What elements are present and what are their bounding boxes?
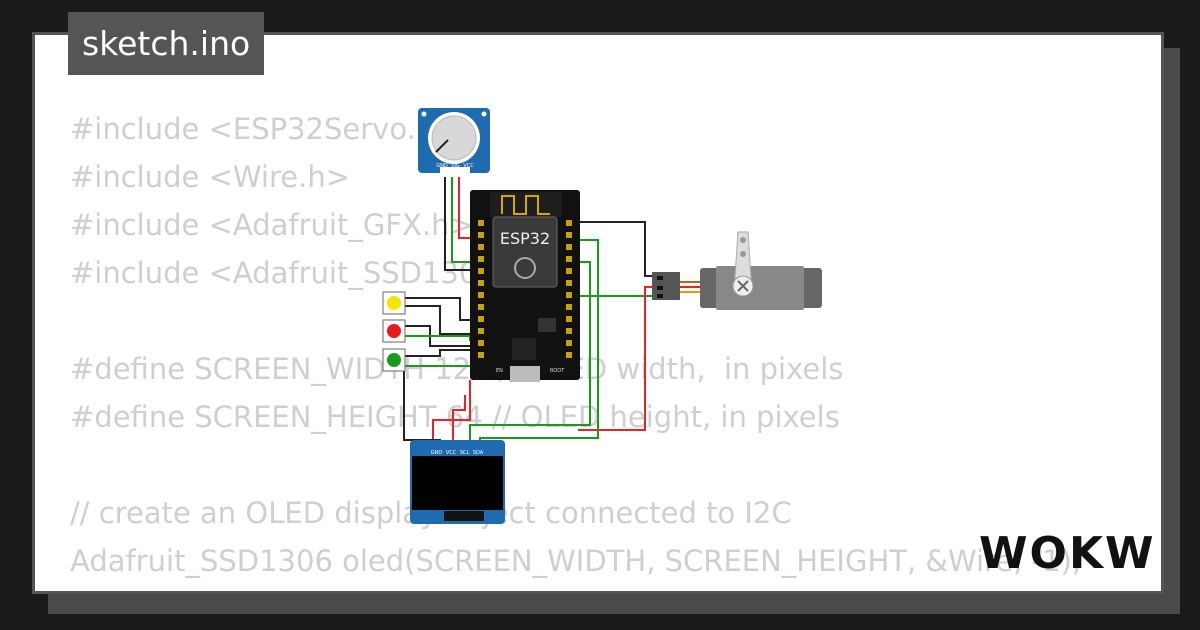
boot-label: BOOT [550, 368, 565, 374]
oled-pin-label: GND [431, 450, 443, 456]
code-line: #include <Adafruit_GFX.h> [70, 208, 474, 242]
oled-display-icon: GND VCC SCL SDA [410, 440, 505, 524]
file-title-badge: sketch.ino [68, 12, 265, 75]
board-label: ESP32 [500, 229, 550, 248]
pot-pin-label: SIG [451, 163, 460, 169]
wokwi-logo: WOKWi [979, 528, 1155, 579]
led-icon [382, 291, 406, 372]
svg-text:GND VCC SCL: GND VCC SCL SDA [431, 450, 484, 456]
logo-text: WOKWi [979, 528, 1155, 579]
oled-pin-label: VCC [446, 450, 457, 456]
svg-text:GND SIG VCC: GND SIG VCC [436, 163, 474, 169]
code-line: #define SCREEN_HEIGHT 64 // OLED height,… [70, 400, 840, 434]
pot-pin-label: VCC [463, 163, 474, 169]
potentiometer-icon: GND SIG VCC [418, 108, 490, 177]
en-label: EN [496, 368, 503, 374]
esp32-board-icon: ESP32 EN BOOT [470, 190, 580, 382]
code-line: Adafruit_SSD1306 oled(SCREEN_WIDTH, SCRE… [70, 544, 1082, 578]
code-line: #include <Wire.h> [70, 160, 351, 194]
oled-pin-label: SDA [473, 450, 484, 456]
servo-motor-icon [652, 231, 822, 310]
oled-pin-label: SCL [460, 450, 470, 456]
code-line: #include <ESP32Servo.h> [70, 112, 459, 146]
pot-pin-label: GND [436, 163, 448, 169]
